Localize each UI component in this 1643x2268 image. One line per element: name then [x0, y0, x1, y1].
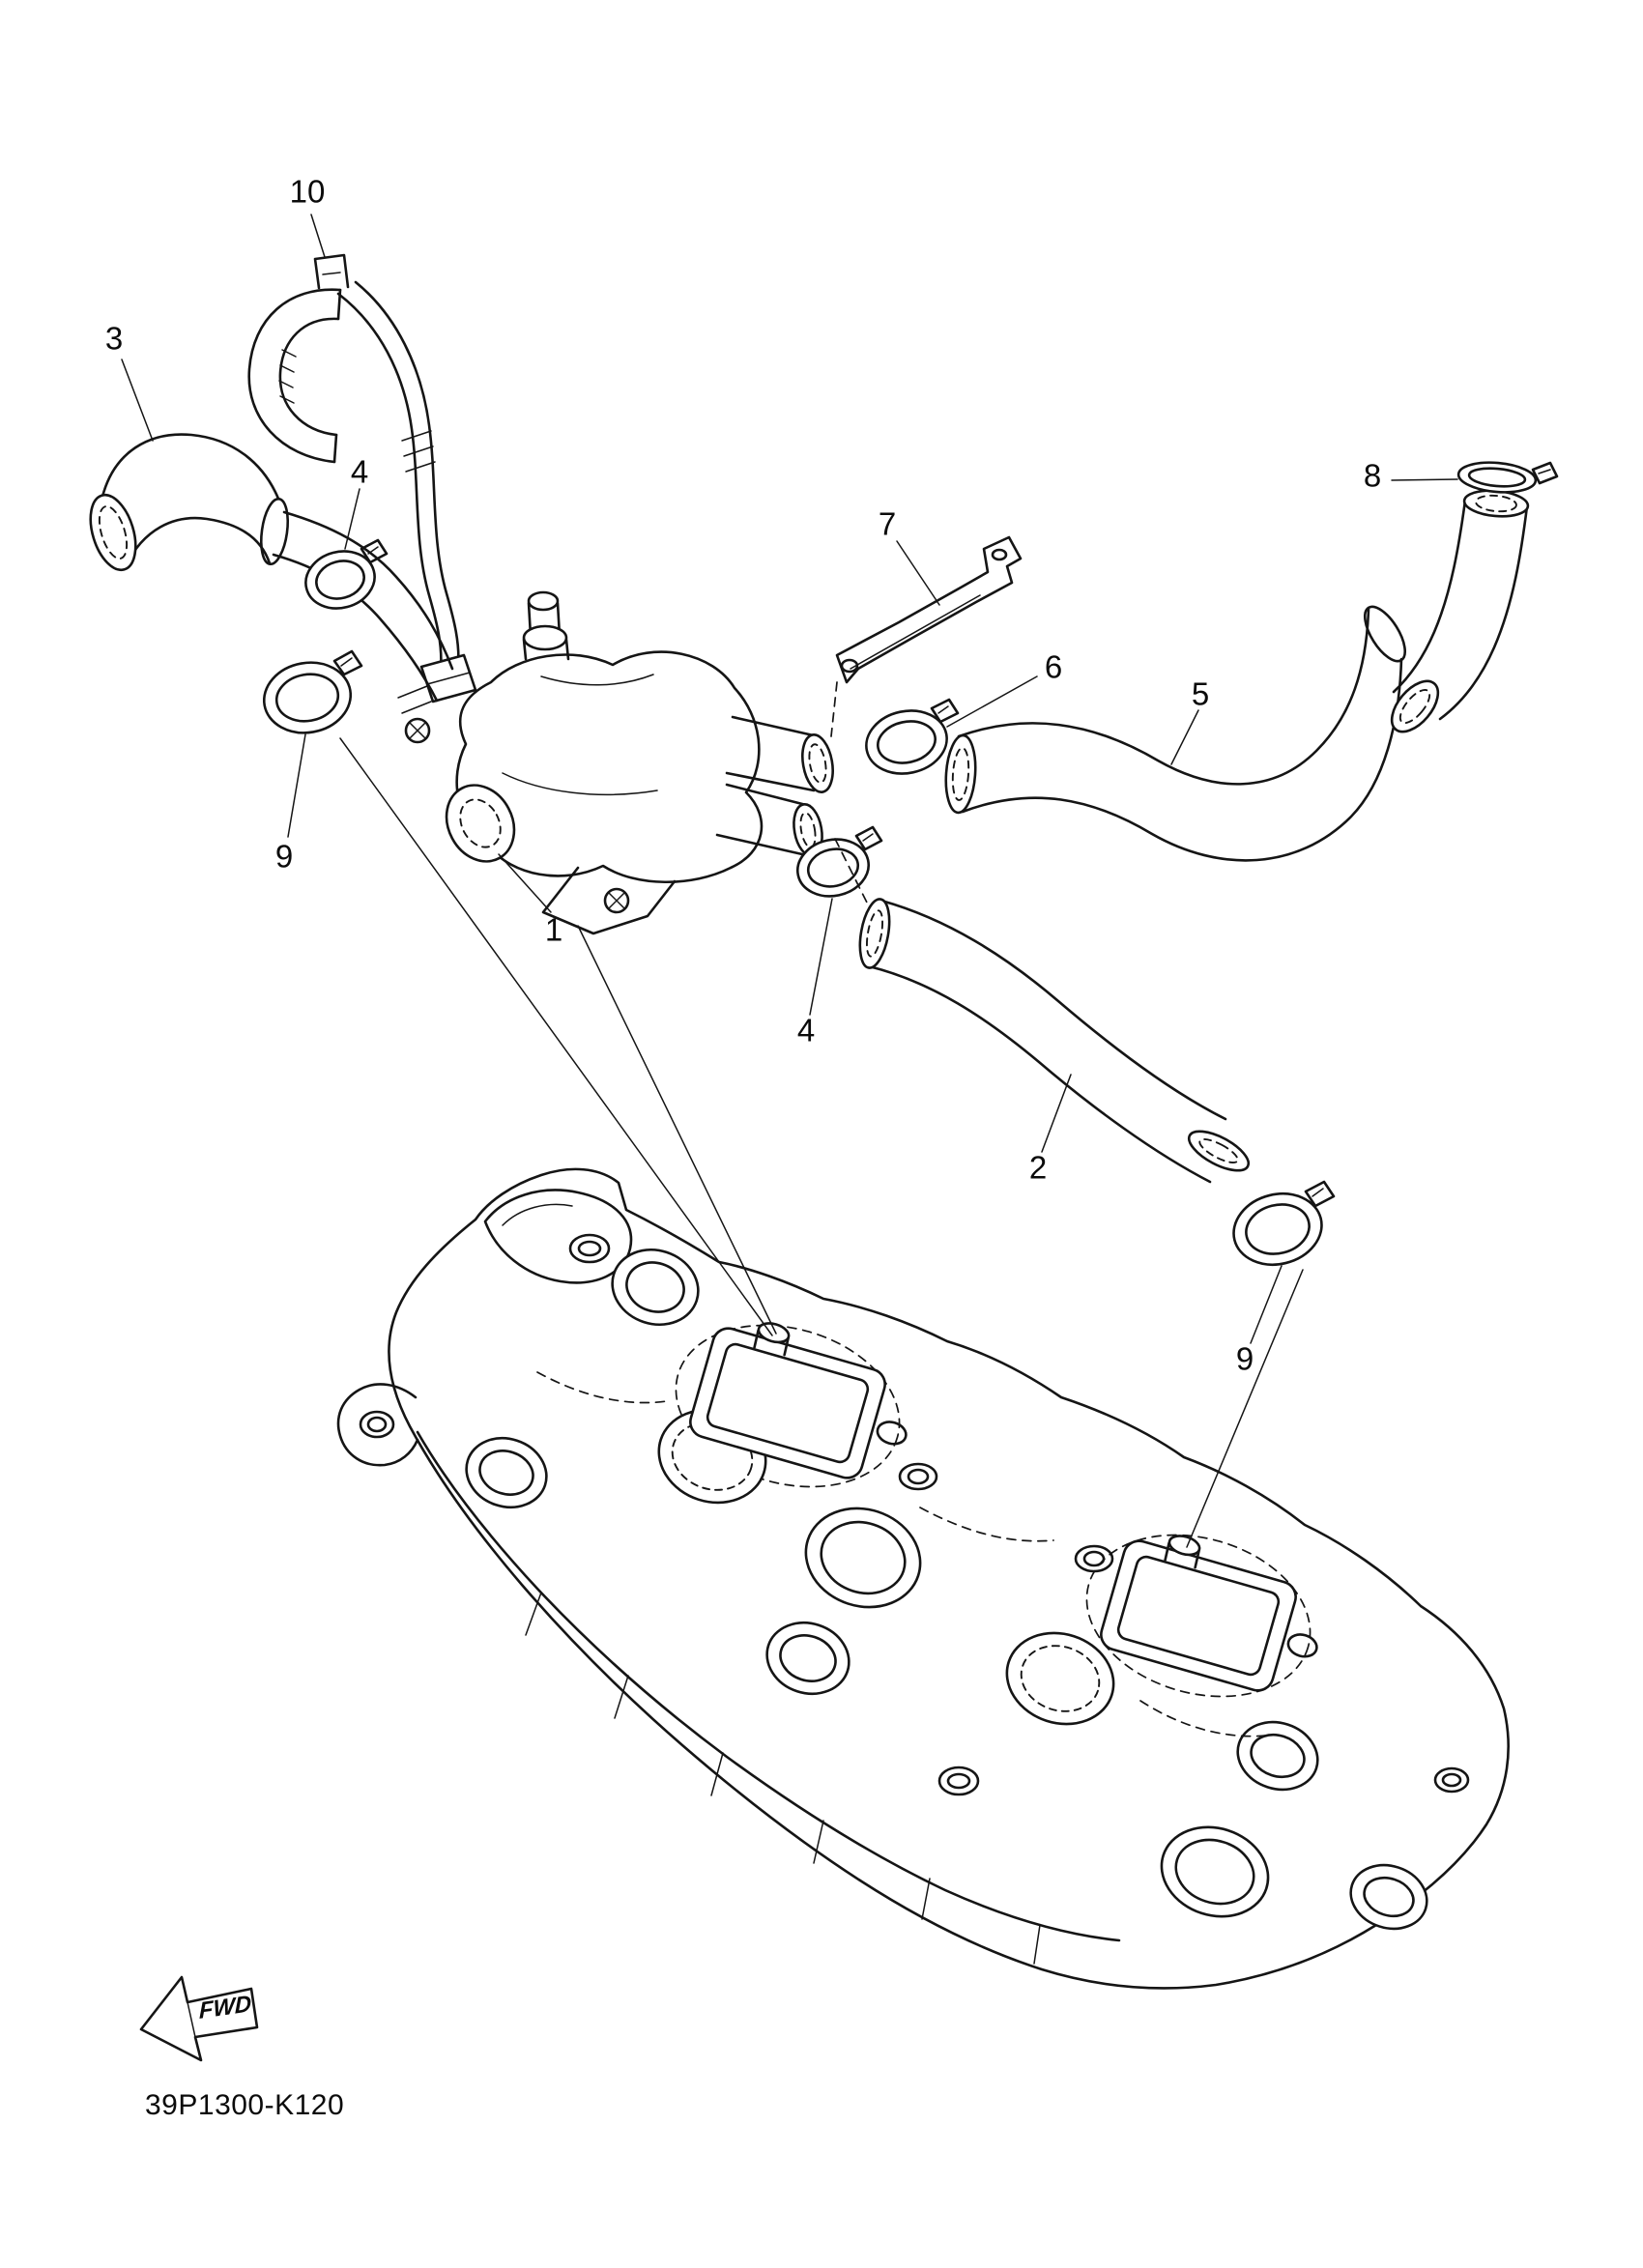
callout-3: 3: [104, 320, 124, 357]
bracket-7: [835, 535, 1023, 684]
clamp-8: [1456, 461, 1559, 494]
clamp-4-lower: [796, 825, 883, 898]
callout-5: 5: [1191, 675, 1210, 712]
callout-2: 2: [1028, 1149, 1048, 1186]
callout-6: 6: [1044, 648, 1063, 685]
cover-air-port-rear: [1100, 1535, 1318, 1692]
elbow-hose-3: [89, 433, 290, 572]
pipe-8: [1390, 461, 1559, 733]
clamp-4-upper: [304, 538, 389, 610]
clamp-6: [865, 698, 960, 775]
hose-5: [944, 605, 1407, 862]
cover-air-port-front: [689, 1322, 908, 1479]
assembly-lines: [339, 681, 1304, 1548]
part-code: 39P1300-K120: [145, 2089, 345, 2121]
leader-lines: [121, 214, 1458, 1344]
cover-bolt-holes: [568, 1233, 1470, 1796]
clamp-9-left: [262, 649, 363, 734]
callout-10: 10: [289, 173, 326, 210]
air-induction-valve-assembly: [272, 280, 834, 935]
callout-9-left: 9: [274, 838, 294, 875]
callout-8: 8: [1363, 457, 1382, 494]
cover-bores: [465, 1248, 1428, 1931]
clamp-holder-10: [247, 253, 350, 464]
callout-9-right: 9: [1235, 1340, 1254, 1377]
callout-1: 1: [544, 911, 563, 948]
hose-2: [858, 898, 1251, 1184]
clamp-9-right: [1232, 1180, 1336, 1266]
callout-7: 7: [878, 505, 897, 542]
cylinder-head-cover: [336, 1167, 1510, 1990]
fwd-arrow-icon: [139, 1975, 259, 2062]
callout-4-lower: 4: [796, 1012, 816, 1048]
callout-4-upper: 4: [350, 453, 369, 490]
